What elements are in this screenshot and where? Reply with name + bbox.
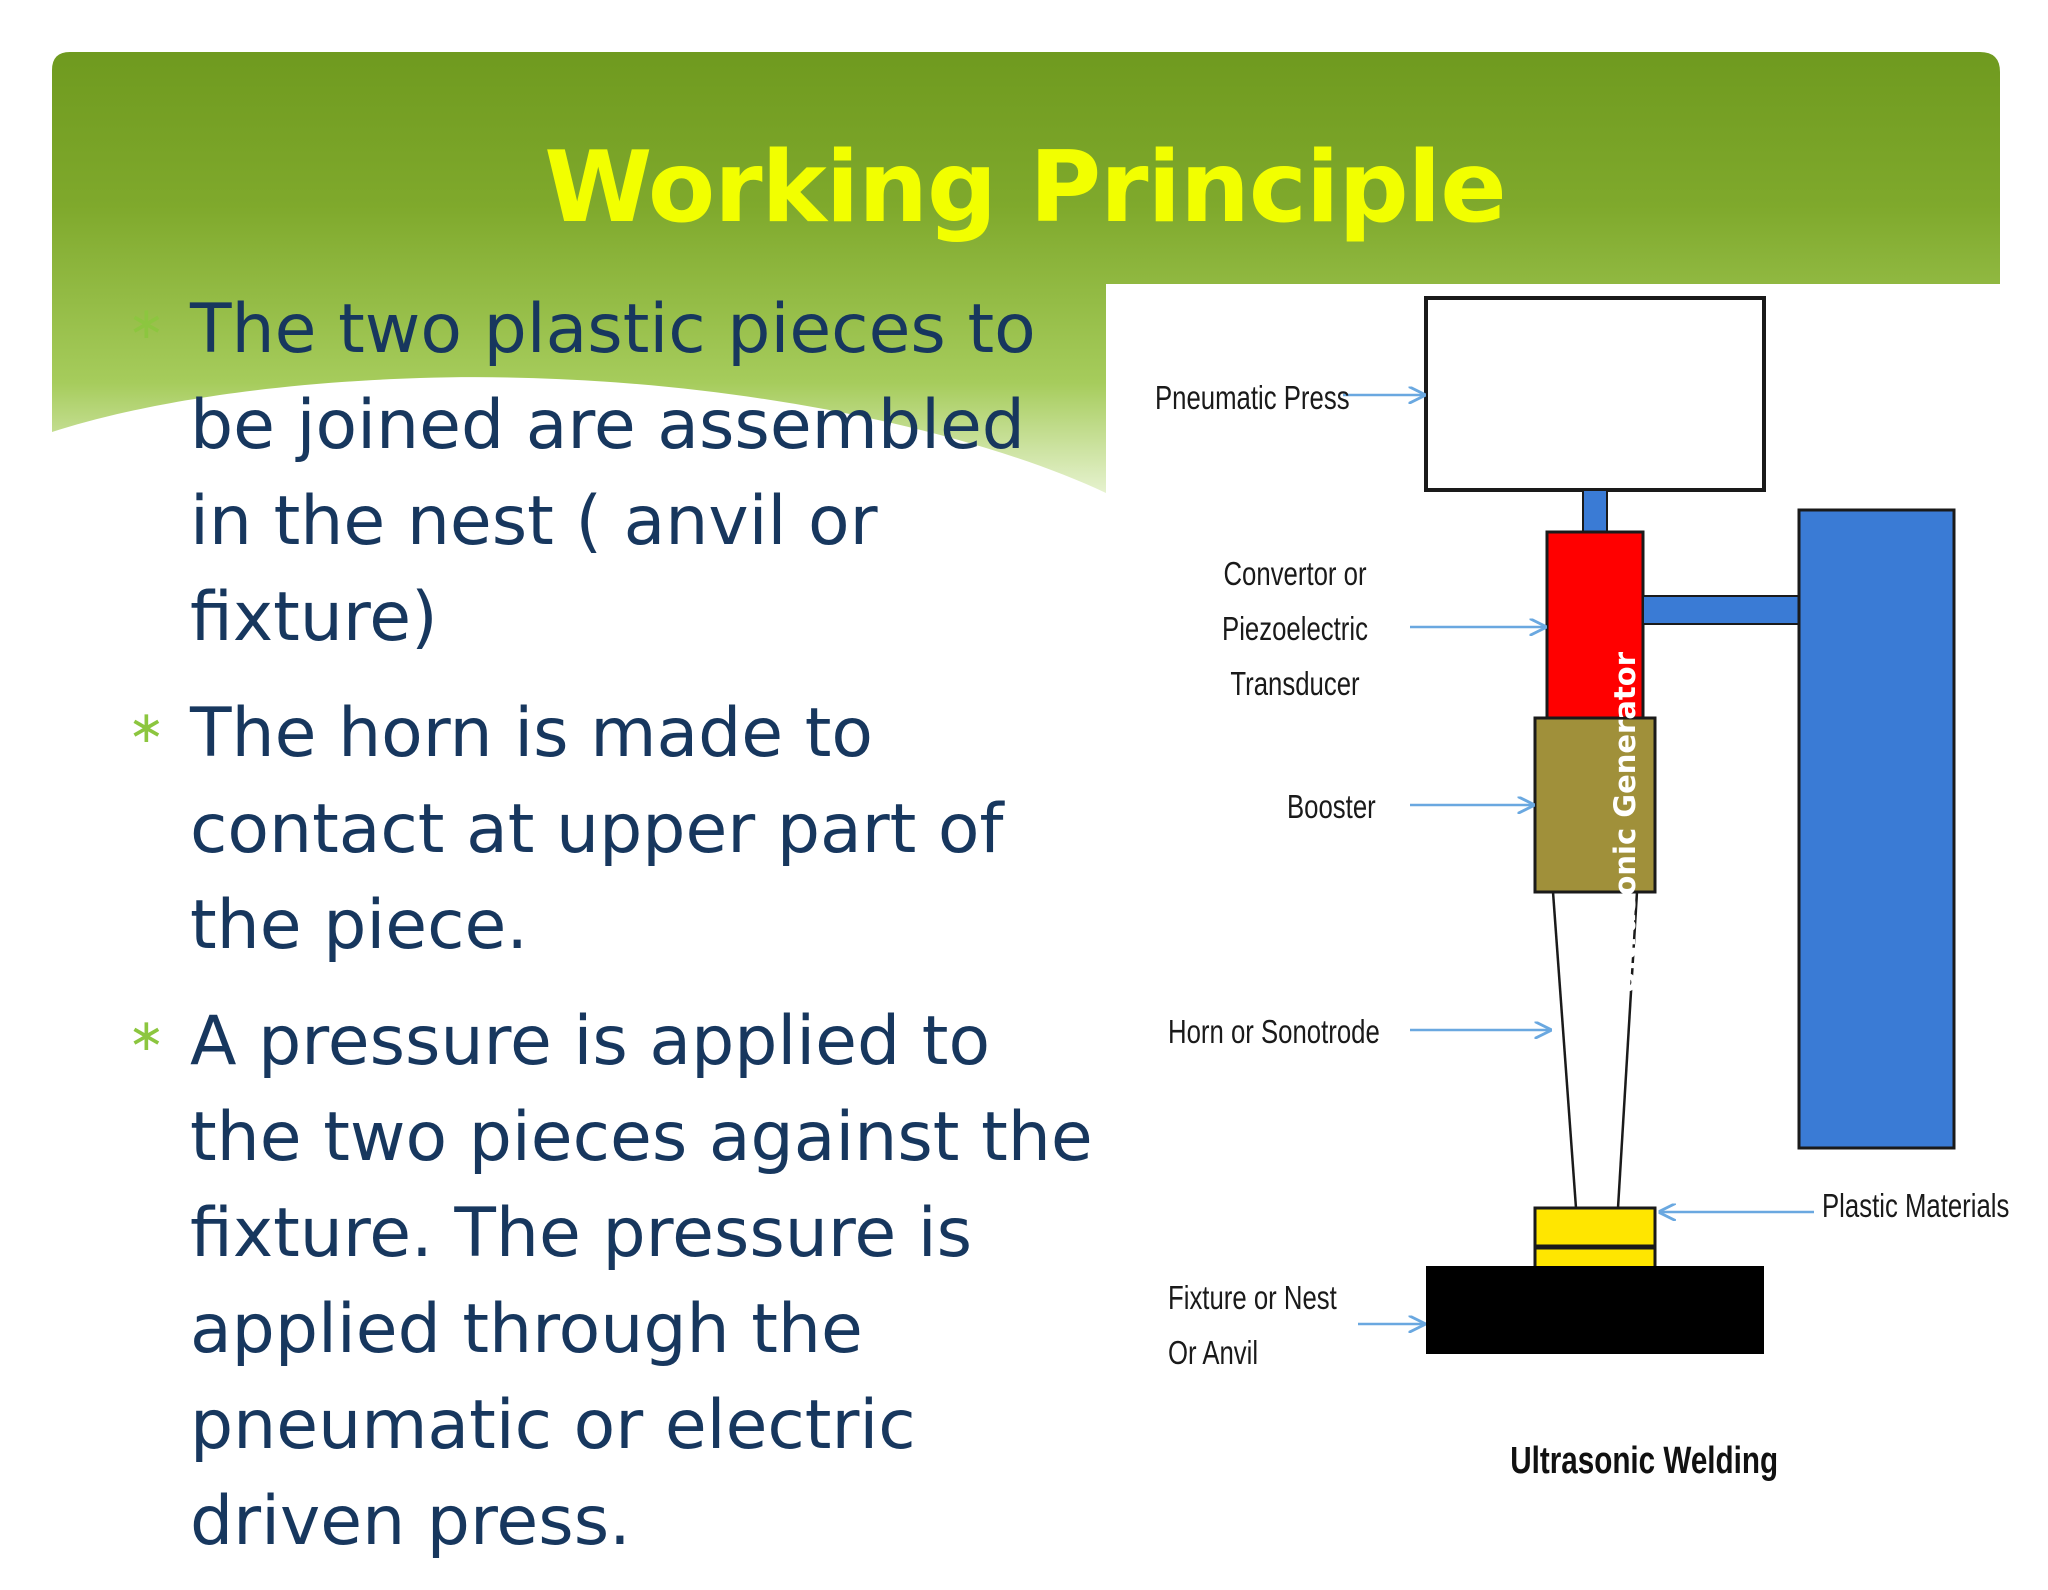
slide-title: Working Principle: [544, 131, 1506, 245]
label-plastic-materials: Plastic Materials: [1822, 1187, 2010, 1224]
bullet-marker-icon: ∗: [128, 1010, 165, 1061]
pneumatic-press-box: [1424, 296, 1766, 492]
bullet-item: ∗ The horn is made to contact at upper p…: [120, 686, 1100, 974]
anvil-block: [1426, 1266, 1764, 1354]
title-banner: [52, 52, 2000, 493]
booster-block: [1533, 716, 1657, 894]
bullet-item: ∗ The two plastic pieces to be joined ar…: [120, 282, 1100, 666]
label-convertor-line2: Piezoelectric: [1222, 610, 1368, 647]
label-fixture-line2: Or Anvil: [1168, 1334, 1259, 1371]
label-convertor-line3: Transducer: [1230, 665, 1360, 702]
bullet-text: A pressure is applied to the two pieces …: [190, 1002, 1093, 1561]
horn-right-edge: [1616, 891, 1639, 1209]
label-ultrasonic-generator-text: Ultrasonic Generator: [1608, 651, 1642, 995]
bullet-text: The two plastic pieces to be joined are …: [190, 290, 1036, 657]
ultrasonic-generator-box: [1797, 508, 1956, 1150]
label-horn: Horn or Sonotrode: [1168, 1013, 1380, 1050]
plastic-piece-top: [1533, 1206, 1657, 1248]
bullet-list: ∗ The two plastic pieces to be joined ar…: [120, 282, 1100, 1590]
label-booster: Booster: [1287, 788, 1376, 825]
slide-background: [52, 52, 2000, 493]
diagram-caption: Ultrasonic Welding: [1510, 1440, 1779, 1482]
press-connector: [1582, 489, 1608, 533]
slide: Working Principle ∗ The two plastic piec…: [52, 52, 2026, 1561]
bullet-marker-icon: ∗: [128, 702, 165, 753]
diagram-shapes: [1343, 296, 1956, 1354]
bullet-text: The horn is made to contact at upper par…: [190, 694, 1004, 965]
label-fixture-line1: Fixture or Nest: [1168, 1279, 1337, 1316]
label-convertor-line1: Convertor or: [1223, 555, 1367, 592]
bullet-item: ∗ A pressure is applied to the two piece…: [120, 994, 1100, 1570]
horn-left-edge: [1551, 891, 1578, 1209]
welding-diagram: [1106, 284, 2026, 1524]
bullet-marker-icon: ∗: [128, 298, 165, 349]
label-pneumatic-press: Pneumatic Press: [1155, 379, 1350, 416]
generator-cable: [1642, 595, 1800, 625]
